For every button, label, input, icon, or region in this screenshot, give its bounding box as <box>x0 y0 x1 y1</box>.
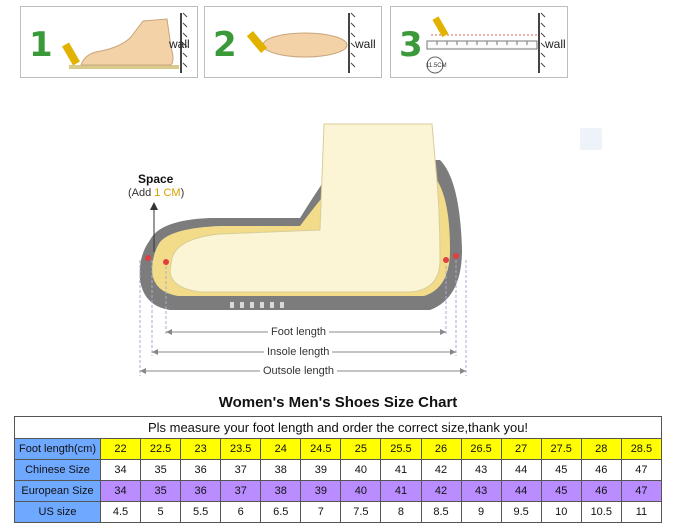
table-cell: 35 <box>140 480 182 502</box>
space-label: Space <box>138 172 174 186</box>
table-cell: 22 <box>99 438 142 460</box>
step-1-panel: 1 wall <box>20 6 198 78</box>
table-cell: 27 <box>500 438 542 460</box>
table-cell: 24.5 <box>300 438 342 460</box>
table-cell: 36 <box>180 480 222 502</box>
table-row-european-size: European Size 34 35 36 37 38 39 40 41 42… <box>14 480 663 502</box>
shoe-length-diagram <box>139 123 467 376</box>
table-cell: 10 <box>540 501 582 523</box>
table-cell: 34 <box>99 480 142 502</box>
table-cell: 4.5 <box>99 501 142 523</box>
table-cell: 39 <box>300 459 342 481</box>
table-cell: 43 <box>460 480 502 502</box>
table-cell: 46 <box>580 459 622 481</box>
measurement-label: 11.5CM <box>426 63 447 69</box>
table-cell: 8 <box>380 501 422 523</box>
table-cell: 25 <box>340 438 382 460</box>
table-cell: 25.5 <box>380 438 422 460</box>
table-cell: 7 <box>300 501 342 523</box>
table-cell: 26 <box>420 438 462 460</box>
table-cell: 44 <box>500 480 542 502</box>
table-cell: 11 <box>620 501 663 523</box>
outsole-length-label: Outsole length <box>260 365 337 377</box>
row-label: US size <box>14 501 101 523</box>
foot <box>169 123 441 293</box>
step-3-panel: 3 wall 11.5CM <box>390 6 568 78</box>
table-cell: 9 <box>460 501 502 523</box>
wall-label: wall <box>355 37 376 51</box>
table-cell: 10.5 <box>580 501 622 523</box>
table-cell: 38 <box>260 480 302 502</box>
step-1-number: 1 <box>29 25 53 65</box>
table-cell: 5.5 <box>180 501 222 523</box>
table-cell: 27.5 <box>540 438 582 460</box>
table-row-chinese-size: Chinese Size 34 35 36 37 38 39 40 41 42 … <box>14 459 663 481</box>
table-cell: 24 <box>260 438 302 460</box>
table-cell: 6 <box>220 501 262 523</box>
insole-length-label: Insole length <box>264 346 333 358</box>
table-cell: 23.5 <box>220 438 262 460</box>
foot-top-view-illustration <box>246 12 356 73</box>
table-cell: 38 <box>260 459 302 481</box>
step-3-number: 3 <box>399 25 423 65</box>
table-cell: 40 <box>340 459 382 481</box>
ruler-illustration <box>426 12 546 74</box>
wall-label: wall <box>545 37 566 51</box>
table-cell: 34 <box>99 459 142 481</box>
foot-length-label: Foot length <box>268 326 330 338</box>
table-cell: 36 <box>180 459 222 481</box>
row-label: Foot length(cm) <box>14 438 101 460</box>
table-cell: 40 <box>340 480 382 502</box>
table-cell: 35 <box>140 459 182 481</box>
table-cell: 37 <box>220 459 262 481</box>
step-2-panel: 2 wall <box>204 6 382 78</box>
faint-watermark-square <box>580 128 602 150</box>
table-cell: 7.5 <box>340 501 382 523</box>
row-label: Chinese Size <box>14 459 101 481</box>
table-cell: 41 <box>380 459 422 481</box>
table-cell: 47 <box>620 459 663 481</box>
table-cell: 6.5 <box>260 501 302 523</box>
row-label: European Size <box>14 480 101 502</box>
table-cell: 22.5 <box>140 438 182 460</box>
table-cell: 46 <box>580 480 622 502</box>
table-cell: 45 <box>540 480 582 502</box>
table-cell: 28.5 <box>620 438 663 460</box>
table-cell: 39 <box>300 480 342 502</box>
wall-label: wall <box>169 37 190 51</box>
size-chart-title: Women's Men's Shoes Size Chart <box>218 394 458 411</box>
table-cell: 42 <box>420 480 462 502</box>
table-cell: 28 <box>580 438 622 460</box>
foot-on-paper-illustration <box>62 12 188 73</box>
table-cell: 45 <box>540 459 582 481</box>
table-cell: 9.5 <box>500 501 542 523</box>
table-cell: 42 <box>420 459 462 481</box>
table-cell: 47 <box>620 480 663 502</box>
table-cell: 37 <box>220 480 262 502</box>
space-note: (Add 1 CM) <box>128 187 185 199</box>
space-note-accent: 1 CM <box>154 187 181 199</box>
measure-instruction: Pls measure your foot length and order t… <box>14 416 662 438</box>
size-chart-table: Pls measure your foot length and order t… <box>14 416 663 523</box>
table-cell: 23 <box>180 438 222 460</box>
table-cell: 44 <box>500 459 542 481</box>
table-cell: 43 <box>460 459 502 481</box>
table-row-foot-length: Foot length(cm) 22 22.5 23 23.5 24 24.5 … <box>14 438 663 460</box>
table-cell: 26.5 <box>460 438 502 460</box>
table-cell: 8.5 <box>420 501 462 523</box>
table-row-us-size: US size 4.5 5 5.5 6 6.5 7 7.5 8 8.5 9 9.… <box>14 501 663 523</box>
step-2-number: 2 <box>213 25 237 65</box>
table-cell: 41 <box>380 480 422 502</box>
table-cell: 5 <box>140 501 182 523</box>
